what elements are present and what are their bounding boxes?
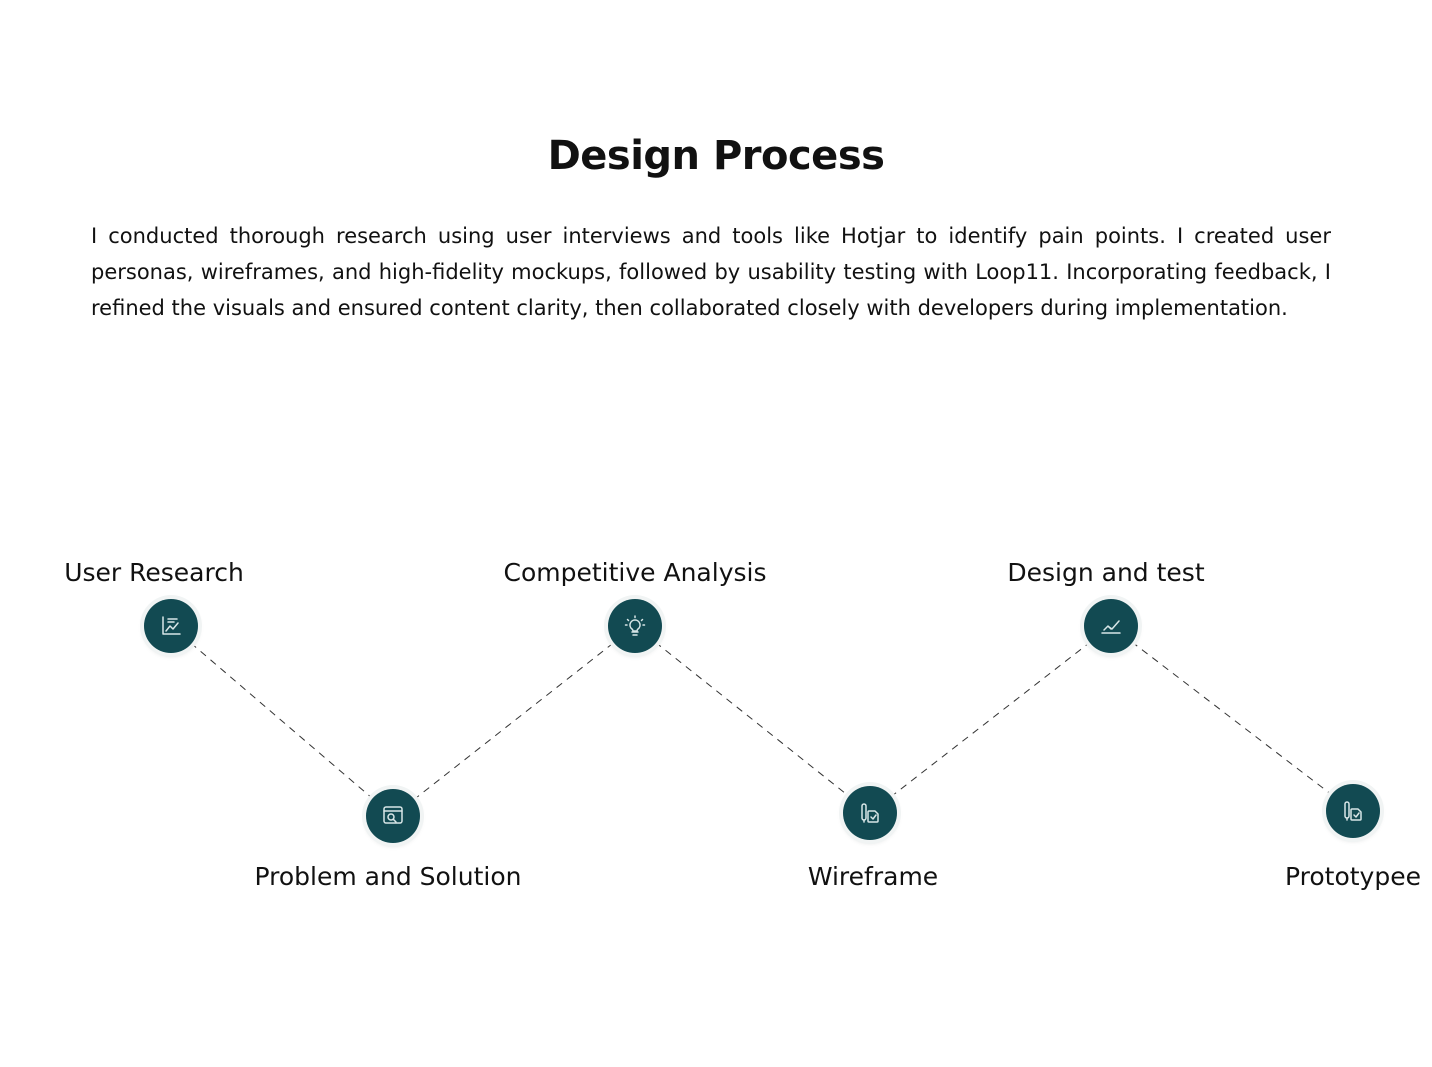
process-description: I conducted thorough research using user… — [91, 224, 1331, 320]
chart-document-icon — [162, 616, 181, 635]
search-window-icon — [383, 806, 403, 824]
pen-tools-icon — [1344, 801, 1362, 821]
connector-line — [634, 625, 871, 814]
connector-line — [392, 625, 636, 817]
pen-tools-icon — [861, 803, 879, 823]
connector-line — [170, 625, 394, 817]
checkmark-chart-icon — [1101, 620, 1121, 634]
page-title: Design Process — [547, 133, 885, 179]
step-label-user-research: User Research — [64, 558, 244, 587]
step-node-competitive-analysis — [608, 599, 662, 653]
step-label-wireframe: Wireframe — [807, 862, 939, 891]
lightbulb-icon — [624, 615, 646, 636]
step-label-prototypee: Prototypee — [1285, 862, 1421, 891]
step-node-user-research — [144, 599, 198, 653]
connector-line — [869, 625, 1112, 814]
step-node-prototypee — [1326, 784, 1380, 838]
step-label-competitive-analysis: Competitive Analysis — [503, 558, 767, 587]
step-label-design-and-test: Design and test — [1007, 558, 1205, 587]
step-node-wireframe — [843, 786, 897, 840]
connector-line — [1110, 625, 1354, 812]
step-node-design-and-test — [1084, 599, 1138, 653]
step-node-problem-and-solution — [366, 789, 420, 843]
step-label-problem-and-solution: Problem and Solution — [254, 862, 522, 891]
